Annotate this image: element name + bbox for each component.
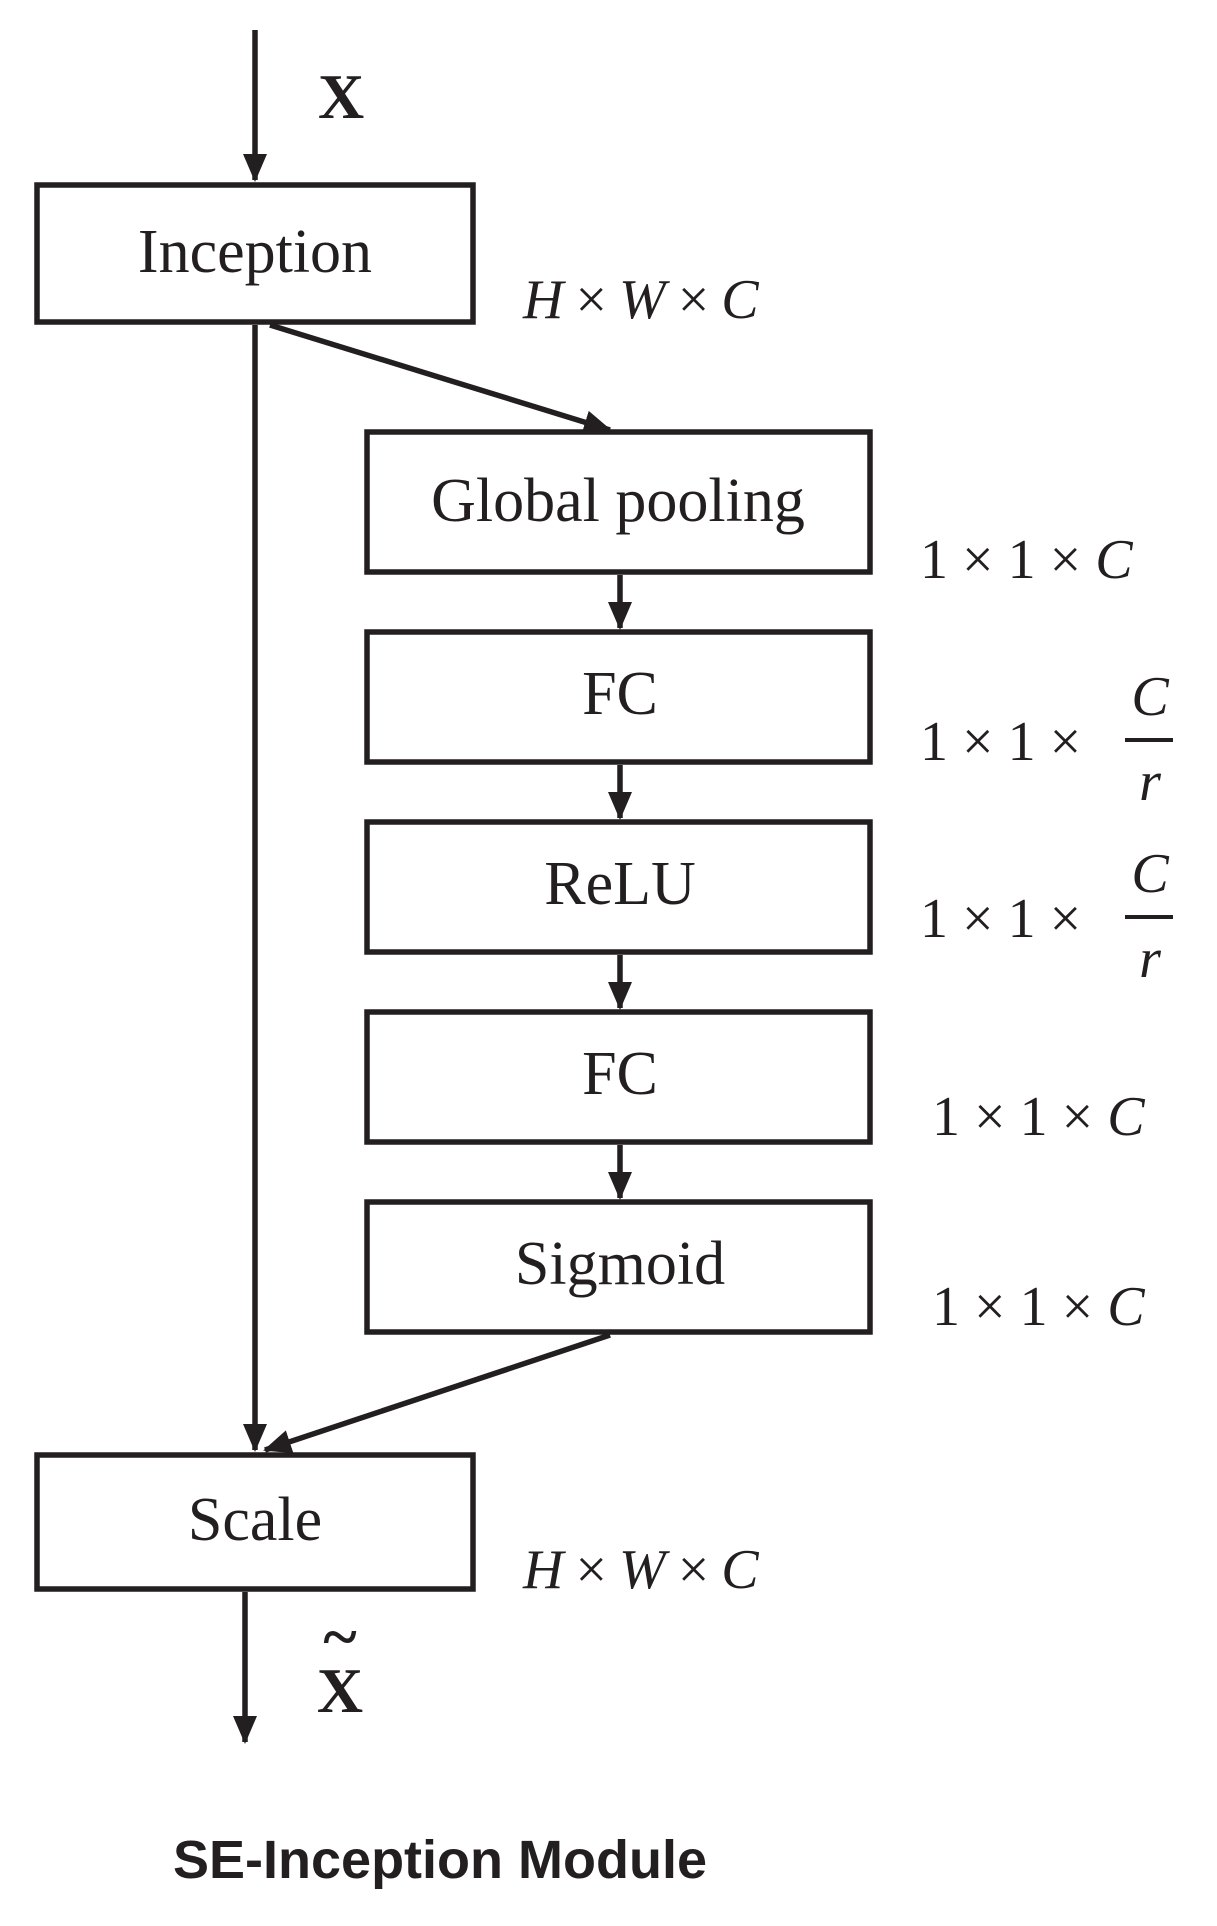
edge-sigmoid-to-scale [263, 1332, 611, 1454]
node-sigmoid-label: Sigmoid [515, 1230, 725, 1298]
output-label: ~ X [317, 1601, 363, 1726]
dim-fc1: 1×1× C r [920, 666, 1173, 813]
node-fc2: FC [364, 1009, 873, 1145]
dim-relu-prefix: 1×1× [920, 888, 1081, 950]
node-inception-label: Inception [138, 218, 372, 286]
edge-inception-to-global-pooling [269, 322, 612, 434]
node-relu: ReLU [364, 819, 873, 955]
dim-relu-numerator: C [1131, 843, 1169, 905]
dim-relu: 1×1× C r [920, 843, 1173, 990]
node-sigmoid: Sigmoid [364, 1199, 873, 1335]
diagram-caption: SE-Inception Module [173, 1830, 707, 1890]
dim-fc1-prefix: 1×1× [920, 711, 1081, 773]
input-label: X [318, 61, 364, 132]
dim-inception: H×W×C [522, 269, 759, 331]
dim-fc2: 1×1×C [932, 1086, 1145, 1148]
dim-relu-denominator: r [1139, 928, 1161, 990]
output-label-accent: ~ [323, 1601, 356, 1672]
node-fc1: FC [364, 629, 873, 765]
node-fc1-label: FC [582, 660, 658, 728]
node-scale-label: Scale [188, 1486, 322, 1554]
dim-scale: H×W×C [522, 1539, 759, 1601]
dim-global-pooling: 1×1×C [920, 529, 1133, 591]
dim-fc1-numerator: C [1131, 666, 1169, 728]
node-fc2-label: FC [582, 1040, 658, 1108]
node-global-pooling: Global pooling [364, 429, 873, 575]
node-inception: Inception [34, 182, 476, 325]
node-global-pooling-label: Global pooling [431, 467, 805, 535]
output-label-symbol: X [317, 1655, 363, 1726]
dim-fc1-denominator: r [1139, 751, 1161, 813]
node-relu-label: ReLU [544, 850, 696, 918]
node-scale: Scale [34, 1452, 476, 1592]
dim-sigmoid: 1×1×C [932, 1276, 1145, 1338]
